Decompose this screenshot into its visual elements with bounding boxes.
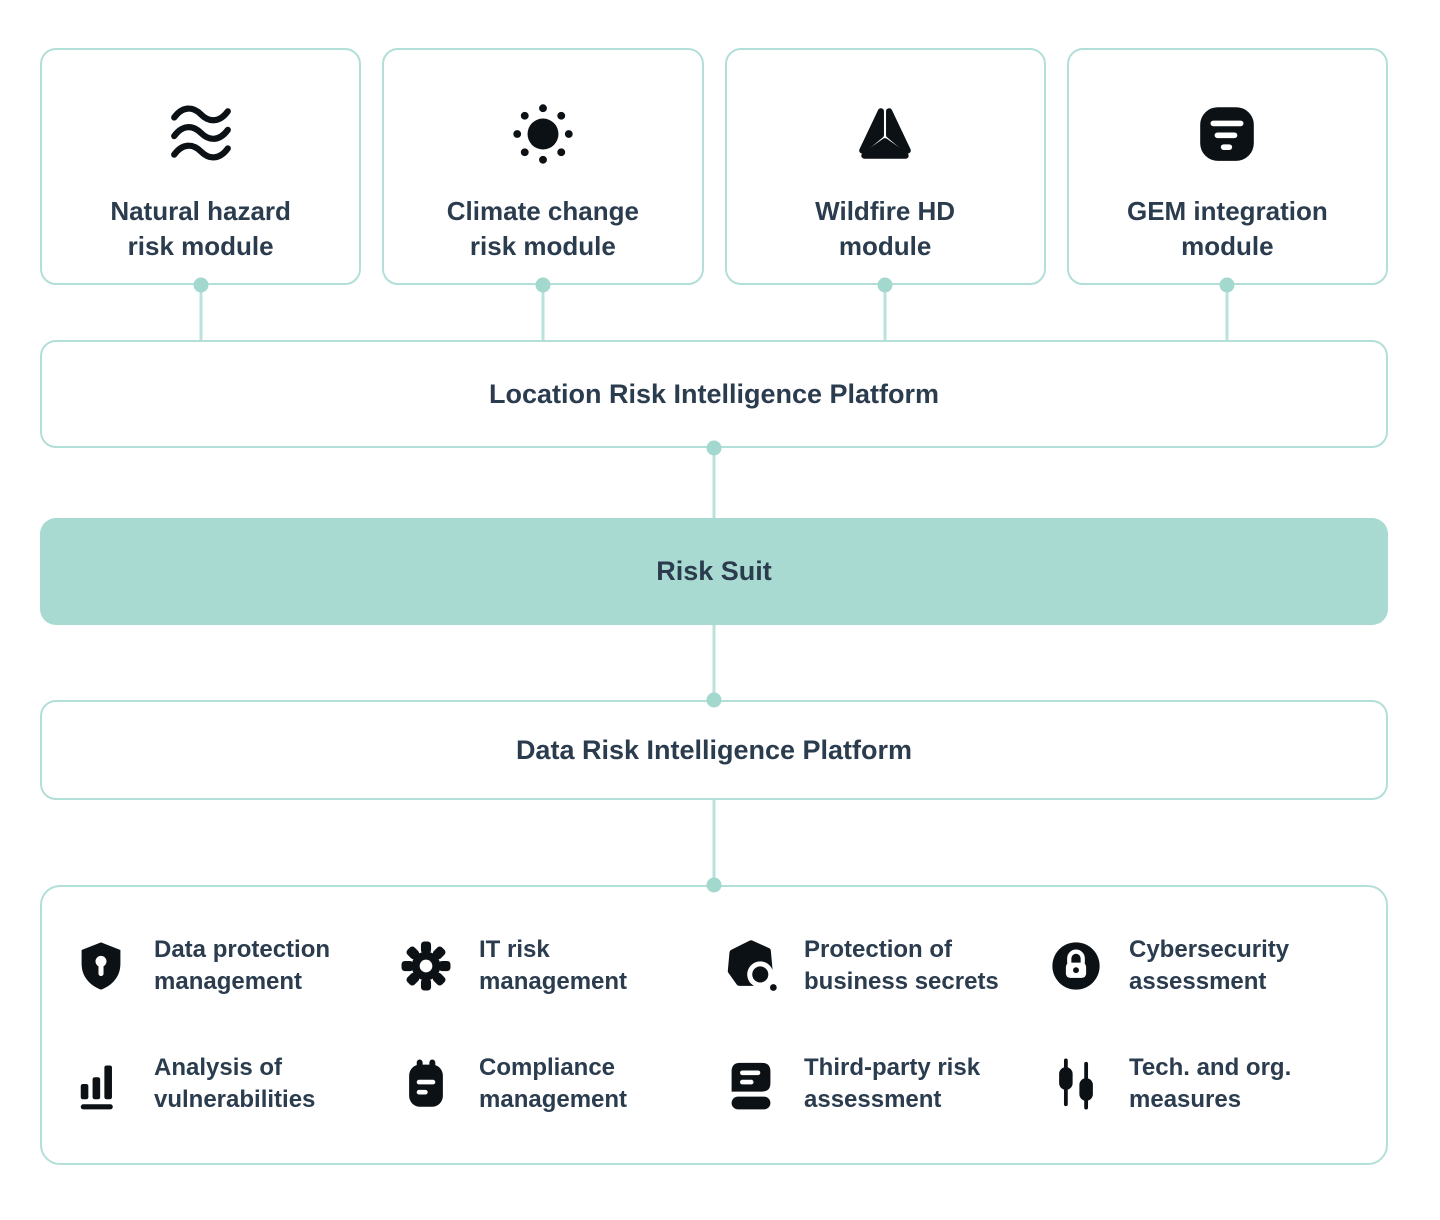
- capability-third-party: Third-party risk assessment: [718, 1025, 1043, 1143]
- gem-filter-icon: [1193, 100, 1261, 168]
- capability-tech-org: Tech. and org. measures: [1043, 1025, 1368, 1143]
- clipboard-icon: [399, 1057, 453, 1111]
- capability-cybersecurity: Cybersecurity assessment: [1043, 907, 1368, 1025]
- module-label: GEM integration module: [1126, 196, 1328, 262]
- modules-row: Natural hazard risk module Climate chang…: [40, 48, 1388, 285]
- module-label: Natural hazard risk module: [110, 196, 291, 262]
- risk-suit-label: Risk Suit: [656, 556, 772, 586]
- sun-icon: [509, 100, 577, 168]
- connector-dot: [706, 877, 722, 893]
- data-platform-bar: Data Risk Intelligence Platform: [40, 700, 1388, 800]
- connector-dot: [1219, 277, 1235, 293]
- module-label: Wildfire HD module: [815, 196, 956, 262]
- connector-module-4: [1225, 285, 1229, 340]
- capabilities-panel: Data protection management: [40, 885, 1388, 1165]
- connector-data-capabilities: [712, 800, 716, 885]
- connector-module-3: [883, 285, 887, 340]
- capability-label: Compliance management: [479, 1054, 628, 1113]
- lock-circle-icon: [1049, 939, 1103, 993]
- capability-it-risk: IT risk management: [393, 907, 718, 1025]
- bar-chart-icon: [74, 1057, 128, 1111]
- capability-vulnerabilities: Analysis of vulnerabilities: [68, 1025, 393, 1143]
- module-card-gem-integration: GEM integration module: [1066, 48, 1388, 285]
- connector-location-risksuit: [712, 448, 716, 518]
- module-card-climate-change: Climate change risk module: [382, 48, 704, 285]
- connector-dot: [706, 440, 722, 456]
- waves-icon: [167, 100, 235, 168]
- capability-label: Protection of business secrets: [804, 936, 999, 995]
- location-platform-label: Location Risk Intelligence Platform: [488, 378, 940, 409]
- connector-dot: [193, 277, 209, 293]
- capability-compliance: Compliance management: [393, 1025, 718, 1143]
- connector-dot: [535, 277, 551, 293]
- connector-module-1: [199, 285, 203, 340]
- module-card-natural-hazard: Natural hazard risk module: [40, 48, 362, 285]
- risk-suit-bar: Risk Suit: [40, 518, 1388, 625]
- capability-label: IT risk management: [479, 936, 628, 995]
- connector-risksuit-data: [712, 625, 716, 700]
- capability-data-protection: Data protection management: [68, 907, 393, 1025]
- connector-module-2: [541, 285, 545, 340]
- capability-label: Cybersecurity assessment: [1129, 936, 1290, 995]
- module-label: Climate change risk module: [446, 196, 639, 262]
- capability-business-secrets: Protection of business secrets: [718, 907, 1043, 1025]
- shield-keyhole-icon: [74, 939, 128, 993]
- gear-icon: [399, 939, 453, 993]
- connector-dot: [877, 277, 893, 293]
- capability-label: Data protection management: [154, 936, 331, 995]
- secrets-search-icon: [724, 939, 778, 993]
- capability-label: Analysis of vulnerabilities: [154, 1054, 316, 1113]
- module-card-wildfire-hd: Wildfire HD module: [724, 48, 1046, 285]
- wildfire-icon: [851, 100, 919, 168]
- capability-label: Tech. and org. measures: [1129, 1054, 1292, 1113]
- data-platform-label: Data Risk Intelligence Platform: [515, 734, 913, 765]
- stacked-docs-icon: [724, 1057, 778, 1111]
- location-platform-bar: Location Risk Intelligence Platform: [40, 340, 1388, 448]
- capability-label: Third-party risk assessment: [804, 1054, 981, 1113]
- connector-dot: [706, 692, 722, 708]
- sliders-icon: [1049, 1057, 1103, 1111]
